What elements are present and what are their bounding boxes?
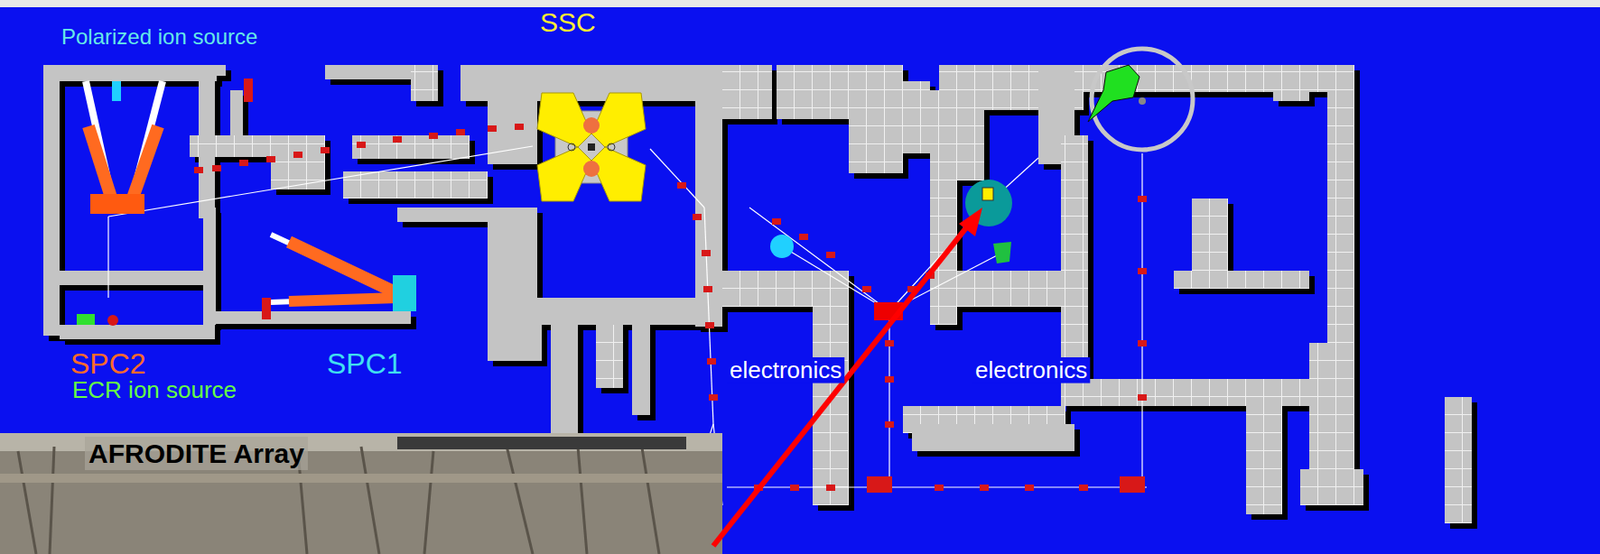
dipole-magnet bbox=[866, 476, 893, 494]
magnet bbox=[1137, 195, 1147, 203]
magnet bbox=[212, 165, 222, 172]
magnet bbox=[884, 376, 894, 383]
wall bbox=[537, 297, 696, 326]
wall bbox=[1444, 397, 1472, 524]
magnet bbox=[428, 132, 438, 140]
wall bbox=[595, 325, 624, 389]
magnet bbox=[356, 141, 366, 149]
wall bbox=[866, 108, 921, 136]
wall bbox=[911, 424, 1075, 452]
wall bbox=[1246, 379, 1283, 515]
label-ground bbox=[84, 437, 308, 471]
magnet bbox=[677, 182, 687, 189]
magnet bbox=[1079, 484, 1089, 492]
wall bbox=[410, 65, 438, 102]
wall bbox=[487, 306, 542, 362]
magnet bbox=[884, 421, 894, 428]
wall bbox=[43, 270, 206, 286]
wall bbox=[487, 207, 538, 307]
wall bbox=[59, 325, 215, 340]
wall bbox=[343, 171, 488, 199]
magnet bbox=[862, 286, 872, 293]
magnet bbox=[1137, 340, 1147, 347]
wall bbox=[1173, 270, 1310, 289]
wall bbox=[203, 311, 411, 325]
wall bbox=[270, 135, 326, 190]
magnet bbox=[1137, 268, 1147, 275]
cyclotron-label: SPC2 bbox=[70, 348, 147, 381]
room-label: electronics bbox=[729, 357, 842, 384]
magnet bbox=[1024, 484, 1034, 492]
magnet bbox=[799, 233, 809, 241]
wall bbox=[325, 65, 416, 80]
wall bbox=[812, 270, 849, 506]
cyclotron-label: SPC1 bbox=[326, 348, 403, 381]
source-label: ECR ion source bbox=[72, 377, 237, 404]
wall bbox=[1327, 65, 1355, 345]
label-ground bbox=[972, 357, 1090, 384]
cyclotron-label: SSC bbox=[539, 7, 596, 38]
source-label: Polarized ion source bbox=[61, 25, 258, 49]
wall bbox=[957, 270, 1066, 307]
wall bbox=[397, 207, 488, 223]
wall bbox=[203, 207, 216, 326]
magnet bbox=[705, 322, 715, 329]
magnet bbox=[772, 218, 782, 225]
magnet bbox=[703, 286, 713, 293]
magnet bbox=[487, 125, 497, 132]
wall bbox=[1273, 65, 1310, 102]
wall bbox=[1300, 469, 1364, 506]
label-ground bbox=[726, 357, 845, 384]
room-label: electronics bbox=[975, 357, 1088, 384]
magnet bbox=[934, 484, 944, 492]
magnet bbox=[826, 251, 836, 259]
magnet bbox=[701, 250, 711, 257]
magnet bbox=[194, 167, 204, 174]
magnet bbox=[884, 340, 894, 347]
wall bbox=[1191, 198, 1228, 271]
magnet bbox=[455, 129, 466, 136]
magnet bbox=[692, 213, 702, 221]
magnet bbox=[239, 159, 249, 167]
wall bbox=[632, 325, 651, 416]
wall bbox=[43, 65, 217, 82]
wall bbox=[722, 65, 773, 120]
magnet bbox=[708, 394, 718, 401]
magnet bbox=[979, 484, 989, 492]
wall bbox=[214, 65, 226, 76]
wall bbox=[948, 108, 985, 181]
magnet bbox=[706, 358, 717, 365]
magnet bbox=[790, 484, 800, 492]
magnet bbox=[266, 156, 276, 163]
wall bbox=[352, 135, 470, 159]
magnet bbox=[293, 151, 303, 159]
magnet bbox=[514, 123, 524, 131]
array-label: AFRODITE Array bbox=[88, 438, 305, 469]
magnet bbox=[320, 147, 330, 154]
magnet bbox=[826, 484, 836, 492]
magnet bbox=[392, 136, 402, 143]
magnet bbox=[1137, 394, 1147, 401]
dipole-magnet bbox=[1119, 476, 1145, 494]
wall bbox=[43, 65, 60, 336]
